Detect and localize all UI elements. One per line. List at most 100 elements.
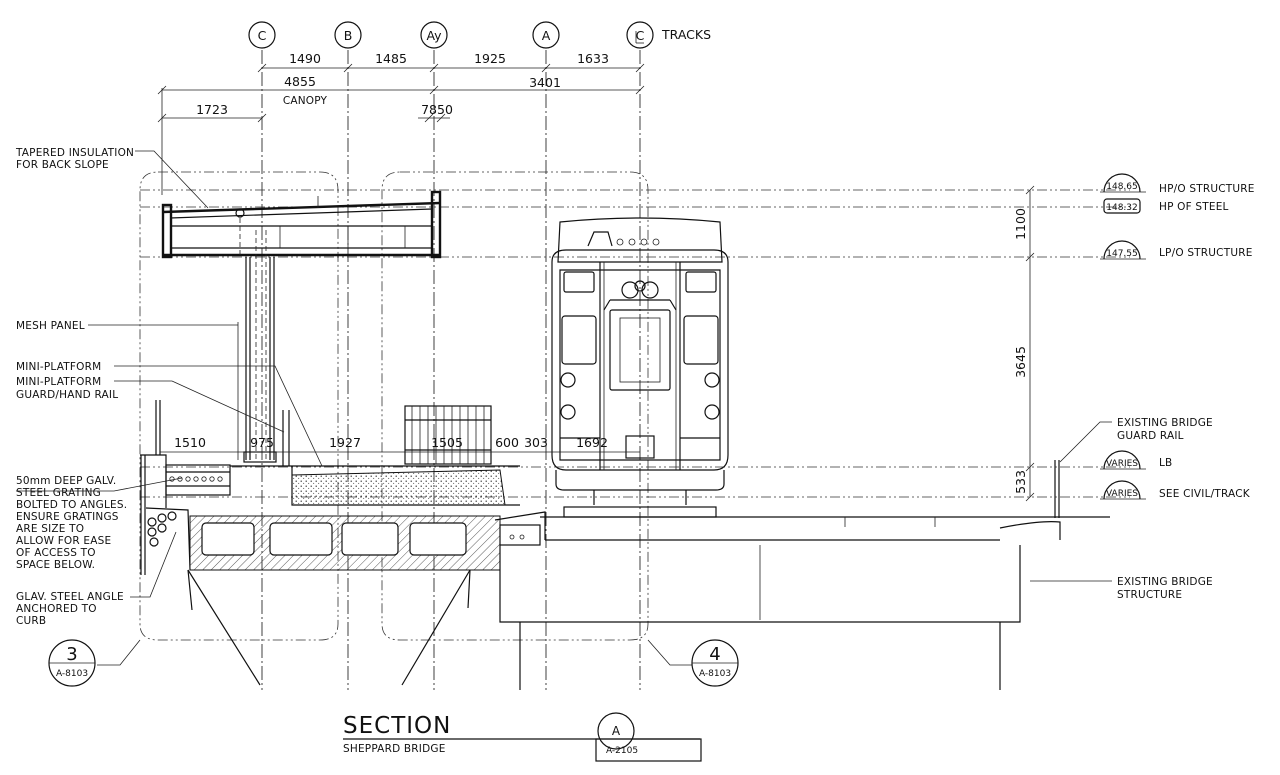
title-ref-letter: A — [612, 724, 621, 738]
dim-7850: 7850 — [421, 102, 453, 117]
train — [551, 217, 729, 518]
grid-bubble-b[interactable]: B — [334, 21, 362, 49]
note-miniplatform-line1: MINI-PLATFORM — [16, 361, 101, 373]
dim-1633: 1633 — [577, 51, 609, 66]
grating-dots — [169, 476, 223, 482]
platform — [140, 400, 520, 686]
dim-1692: 1692 — [576, 435, 608, 450]
elev-label-hpo: HP/O STRUCTURE — [1159, 183, 1255, 195]
section-ref-3-number: 3 — [66, 644, 77, 665]
note-grating-line6: ALLOW FOR EASE — [16, 535, 111, 547]
dim-canopy-4855: 4855 — [284, 74, 316, 89]
dim-303: 303 — [524, 435, 548, 450]
title-ref-sheet: A-2105 — [606, 746, 638, 756]
note-angle-line1: GLAV. STEEL ANGLE — [16, 591, 124, 603]
top-dimensions: 1490 1485 1925 1633 4855 CANOPY 3401 172… — [157, 51, 645, 195]
elevation-marker-hp-steel[interactable]: 148.32 HP OF STEEL — [1103, 198, 1229, 214]
mini-platform-equipment — [404, 405, 492, 465]
dim-533: 533 — [1013, 470, 1028, 494]
elevation-marker-civil[interactable]: VARIES SEE CIVIL/TRACK — [1100, 480, 1251, 500]
dim-1925: 1925 — [474, 51, 506, 66]
grid-bubble-ay-label: Ay — [426, 28, 442, 43]
elev-value-lpo: 147.55 — [1106, 249, 1138, 259]
dim-1505: 1505 — [431, 435, 463, 450]
elev-label-lb: LB — [1159, 457, 1172, 469]
note-grating-line5: ARE SIZE TO — [16, 523, 84, 535]
dim-3645: 3645 — [1013, 346, 1028, 378]
note-bridge-guard-line1: EXISTING BRIDGE — [1117, 417, 1213, 429]
section-cut-boxes — [139, 171, 649, 641]
elev-value-hp-steel: 148.32 — [1106, 203, 1138, 213]
dim-975: 975 — [250, 435, 274, 450]
title-section: SECTION — [343, 713, 451, 739]
note-steel-angle[interactable]: GLAV. STEEL ANGLE ANCHORED TO CURB — [16, 531, 177, 627]
grid-bubble-b-label: B — [344, 28, 353, 43]
grid-bubble-track-cl[interactable]: C TRACKS — [626, 21, 711, 49]
tracks-label: TRACKS — [661, 27, 711, 42]
note-grating-line7: OF ACCESS TO — [16, 547, 96, 559]
canopy-structure — [161, 190, 442, 259]
platform-dimensions: 1510 975 1927 1505 600 303 1692 — [160, 435, 640, 453]
note-mini-platform[interactable]: MINI-PLATFORM — [16, 361, 323, 467]
title-block: SECTION SHEPPARD BRIDGE A A-2105 — [343, 712, 702, 762]
gridlines: C B Ay A C TRACKS — [248, 21, 711, 690]
section-ref-4-sheet: A-8103 — [699, 669, 731, 679]
canopy-column — [237, 230, 277, 463]
grid-bubble-a-label: A — [542, 28, 551, 43]
curb-pipes — [147, 511, 177, 547]
note-angle-line3: CURB — [16, 615, 46, 627]
existing-bridge — [494, 460, 1110, 690]
dim-3401: 3401 — [529, 75, 561, 90]
note-grating-line1: 50mm DEEP GALV. — [16, 475, 116, 487]
note-tapered-line1: TAPERED INSULATION — [15, 147, 134, 159]
title-sheppard-bridge: SHEPPARD BRIDGE — [343, 743, 446, 755]
note-tapered-line2: FOR BACK SLOPE — [16, 159, 109, 171]
elevation-marker-hpo[interactable]: 148.65 HP/O STRUCTURE — [1100, 173, 1255, 195]
elev-value-hpo: 148.65 — [1106, 182, 1138, 192]
dim-600: 600 — [495, 435, 519, 450]
note-bridge-structure-line1: EXISTING BRIDGE — [1117, 576, 1213, 588]
elev-label-lpo: LP/O STRUCTURE — [1159, 247, 1253, 259]
note-guardrail-line1: MINI-PLATFORM — [16, 376, 101, 388]
vertical-dimensions: 1100 3645 533 — [1013, 185, 1035, 502]
elevation-marker-lpo[interactable]: 147.55 LP/O STRUCTURE — [1100, 240, 1253, 260]
dim-1100: 1100 — [1013, 208, 1028, 240]
dim-1490: 1490 — [289, 51, 321, 66]
section-ref-3-sheet: A-8103 — [56, 669, 88, 679]
elev-label-civil: SEE CIVIL/TRACK — [1159, 488, 1251, 500]
dim-1485: 1485 — [375, 51, 407, 66]
note-guardrail-line2: GUARD/HAND RAIL — [16, 389, 118, 401]
elev-label-hp-steel: HP OF STEEL — [1159, 201, 1229, 213]
note-bridge-guard-line2: GUARD RAIL — [1117, 430, 1184, 442]
grid-bubble-a[interactable]: A — [532, 21, 560, 49]
grid-bubble-c[interactable]: C — [248, 21, 276, 49]
canopy-label: CANOPY — [283, 95, 328, 107]
grid-bubble-ay[interactable]: Ay — [420, 21, 448, 49]
note-bridge-structure[interactable]: EXISTING BRIDGE STRUCTURE — [1030, 576, 1213, 601]
note-steel-grating[interactable]: 50mm DEEP GALV. STEEL GRATING BOLTED TO … — [16, 475, 183, 571]
dim-1510: 1510 — [174, 435, 206, 450]
grid-bubble-track-cl-label: C — [636, 28, 645, 43]
note-grating-line8: SPACE BELOW. — [16, 559, 95, 571]
grid-bubble-c-label: C — [258, 28, 267, 43]
elevation-marker-lb[interactable]: VARIES LB — [1100, 450, 1172, 470]
note-angle-line2: ANCHORED TO — [16, 603, 97, 615]
note-grating-line3: BOLTED TO ANGLES. — [16, 499, 127, 511]
note-guard-rail[interactable]: MINI-PLATFORM GUARD/HAND RAIL — [16, 376, 285, 433]
note-mesh-line1: MESH PANEL — [16, 320, 85, 332]
elev-value-lb: VARIES — [1106, 459, 1138, 469]
note-grating-line4: ENSURE GRATINGS — [16, 511, 119, 523]
note-tapered-insulation[interactable]: TAPERED INSULATION FOR BACK SLOPE — [15, 147, 209, 209]
section-ref-4[interactable]: 4 A-8103 — [647, 639, 739, 687]
note-bridge-structure-line2: STRUCTURE — [1117, 589, 1182, 601]
dim-1927: 1927 — [329, 435, 361, 450]
section-ref-4-number: 4 — [709, 644, 720, 665]
elev-value-civil: VARIES — [1106, 489, 1138, 499]
note-mesh-panel[interactable]: MESH PANEL — [16, 320, 238, 332]
note-grating-line2: STEEL GRATING — [16, 487, 101, 499]
note-bridge-guard-rail[interactable]: EXISTING BRIDGE GUARD RAIL — [1059, 417, 1213, 463]
dim-1723: 1723 — [196, 102, 228, 117]
section-ref-3[interactable]: 3 A-8103 — [48, 639, 141, 687]
